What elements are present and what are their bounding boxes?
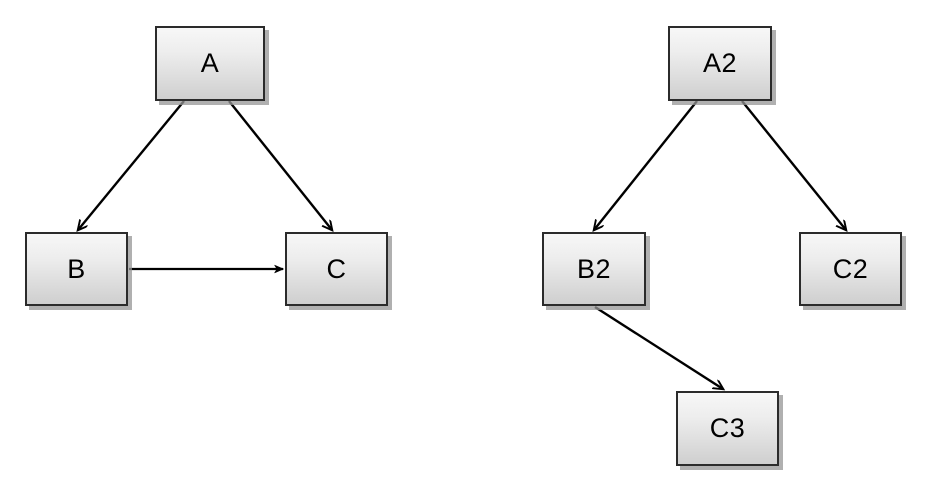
edge-a2-to-b2[interactable]: [594, 100, 698, 230]
edge-a-to-b[interactable]: [78, 100, 185, 230]
node-a2-label: A2: [702, 48, 738, 78]
node-b-label: B: [67, 253, 86, 284]
node-c2[interactable]: C2: [799, 232, 902, 306]
node-a[interactable]: A: [155, 26, 265, 101]
edge-a-to-c[interactable]: [228, 100, 332, 230]
edge-a2-to-c2[interactable]: [741, 100, 846, 230]
node-a2[interactable]: A2: [668, 26, 772, 101]
node-c3-label: C3: [709, 413, 746, 443]
node-c[interactable]: C: [285, 232, 388, 306]
edges-group: [78, 100, 846, 389]
edge-b2-to-c3[interactable]: [594, 305, 723, 389]
node-c3[interactable]: C3: [676, 391, 779, 466]
node-c2-label: C2: [832, 253, 869, 284]
node-b2[interactable]: B2: [542, 232, 646, 306]
node-b[interactable]: B: [25, 232, 128, 306]
node-c-label: C: [326, 253, 347, 284]
node-b2-label: B2: [576, 253, 612, 284]
node-a-label: A: [200, 48, 220, 78]
